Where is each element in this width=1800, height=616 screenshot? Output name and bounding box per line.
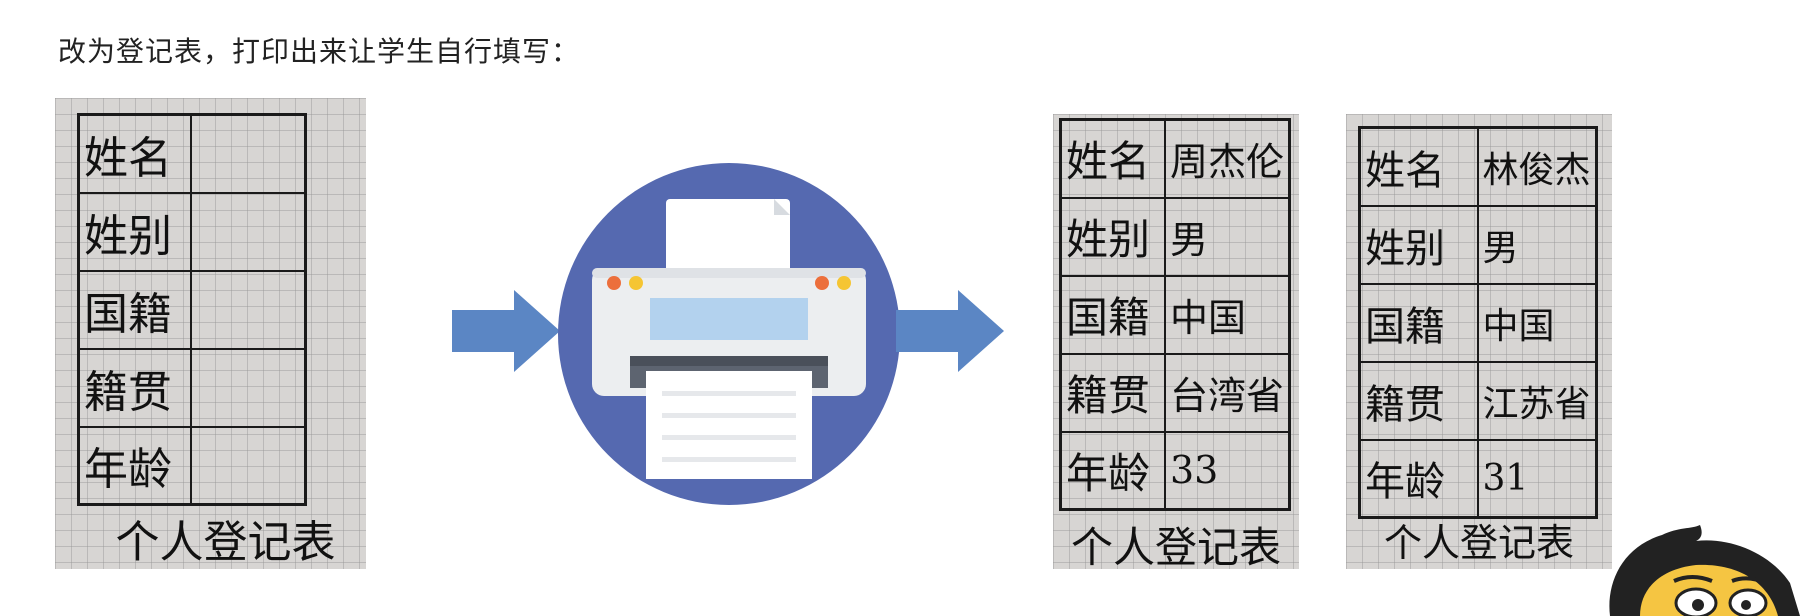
form-value: 31 [1476,438,1598,519]
table-row: 国籍 [77,269,307,350]
form-value: 33 [1163,430,1291,511]
form-value [189,113,307,194]
form-value: 中国 [1476,282,1598,363]
right-arrow-icon [896,290,1004,372]
form-value [189,269,307,350]
form-value: 男 [1163,196,1291,277]
table-row: 籍贯 台湾省 [1059,352,1291,433]
form-title: 个人登记表 [115,517,336,568]
mascot-icon [1609,525,1800,616]
form-label: 姓名 [1059,118,1166,199]
form-value [189,425,307,506]
table-row: 年龄 [77,425,307,506]
form-label: 姓名 [77,113,192,194]
form-label: 姓别 [77,191,192,272]
form-value: 林俊杰 [1476,126,1598,207]
form-label: 姓别 [1358,204,1479,285]
filled-registration-form-2: 姓名 林俊杰 姓别 男 国籍 中国 籍贯 江苏省 年龄 31 个人登记表 [1346,114,1612,569]
table-row: 年龄 31 [1358,438,1598,519]
filled-form-table: 姓名 林俊杰 姓别 男 国籍 中国 籍贯 江苏省 年龄 31 [1358,126,1598,519]
form-label: 姓别 [1059,196,1166,277]
form-label: 国籍 [77,269,192,350]
form-title: 个人登记表 [1070,523,1281,572]
form-value: 周杰伦 [1163,118,1291,199]
table-row: 国籍 中国 [1358,282,1598,363]
table-row: 姓别 男 [1059,196,1291,277]
caption: 改为登记表，打印出来让学生自行填写： [58,35,581,68]
form-value: 男 [1476,204,1598,285]
filled-registration-form-1: 姓名 周杰伦 姓别 男 国籍 中国 籍贯 台湾省 年龄 33 个人登记表 [1053,114,1299,572]
table-row: 籍贯 江苏省 [1358,360,1598,441]
form-value [189,191,307,272]
form-title: 个人登记表 [1383,521,1574,565]
table-row: 姓别 男 [1358,204,1598,285]
right-arrow-icon [452,290,560,372]
table-row: 籍贯 [77,347,307,428]
filled-form-table: 姓名 周杰伦 姓别 男 国籍 中国 籍贯 台湾省 年龄 33 [1059,118,1291,511]
table-row: 姓名 [77,113,307,194]
form-label: 籍贯 [1358,360,1479,441]
form-label: 年龄 [77,425,192,506]
blank-form-table: 姓名 姓别 国籍 籍贯 年龄 [77,113,307,506]
form-label: 国籍 [1059,274,1166,355]
form-value: 中国 [1163,274,1291,355]
form-label: 姓名 [1358,126,1479,207]
form-label: 年龄 [1059,430,1166,511]
form-label: 籍贯 [77,347,192,428]
form-value [189,347,307,428]
form-value: 江苏省 [1476,360,1598,441]
blank-registration-form: 姓名 姓别 国籍 籍贯 年龄 个人登记表 [55,98,366,569]
form-label: 年龄 [1358,438,1479,519]
table-row: 国籍 中国 [1059,274,1291,355]
table-row: 姓别 [77,191,307,272]
table-row: 姓名 林俊杰 [1358,126,1598,207]
table-row: 年龄 33 [1059,430,1291,511]
printer-icon [558,163,900,505]
table-row: 姓名 周杰伦 [1059,118,1291,199]
form-label: 国籍 [1358,282,1479,363]
form-value: 台湾省 [1163,352,1291,433]
form-label: 籍贯 [1059,352,1166,433]
